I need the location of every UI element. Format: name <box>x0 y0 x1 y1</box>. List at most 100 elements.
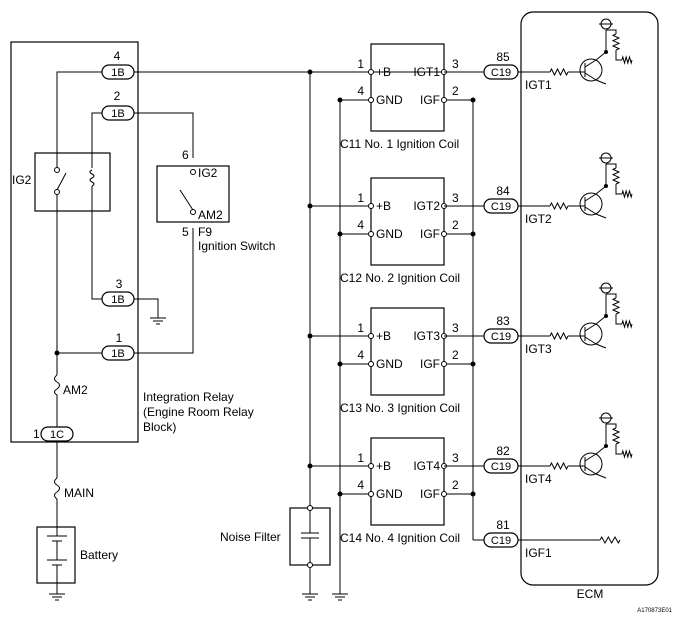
ig-switch-code: F9 <box>198 225 212 239</box>
main-fuse-label: MAIN <box>64 486 94 500</box>
ignition-switch: 6 5 IG2 AM2 F9 Ignition Switch <box>156 148 275 253</box>
coil-terminal <box>368 203 374 209</box>
ecm-pin-number: 84 <box>496 184 510 198</box>
ecm-signal-label: IGT1 <box>525 78 552 92</box>
coil-gnd-label: GND <box>376 487 403 501</box>
junction-dot <box>470 361 476 367</box>
coil-pin-b-number: 1 <box>357 451 364 465</box>
coil-pin-igt-number: 3 <box>452 57 459 71</box>
wire-pin2-to-coil <box>91 112 102 168</box>
relay-caption-line2: (Engine Room Relay <box>143 405 254 419</box>
coil-b-label: +B <box>376 65 391 79</box>
main-fusible-link <box>54 477 60 500</box>
ig-switch-am2-label: AM2 <box>198 208 223 222</box>
junction-dot <box>307 333 313 339</box>
relay-contact-top <box>54 167 60 173</box>
junction-dot <box>337 231 343 237</box>
junction-dot <box>470 231 476 237</box>
ignition-switch-outline <box>156 165 230 223</box>
coil-pin-igf-number: 2 <box>452 478 459 492</box>
junction-dot <box>470 491 476 497</box>
ig-switch-ig2-label: IG2 <box>198 166 218 180</box>
coil-caption: C11 No. 1 Ignition Coil <box>340 137 459 151</box>
coil-igt-label: IGT1 <box>413 65 440 79</box>
ecm-pin-number: 82 <box>496 444 510 458</box>
ecm-signal-label: IGT3 <box>525 342 552 356</box>
coil-pin-gnd-number: 4 <box>357 84 364 98</box>
ground-symbol-gnd-bus <box>332 593 348 601</box>
ig-switch-pin5: 5 <box>182 225 189 239</box>
junction-dot <box>470 97 476 103</box>
wire-coil-to-pin3 <box>91 186 102 300</box>
coil-gnd-label: GND <box>376 227 403 241</box>
coil-pin-igt-number: 3 <box>452 191 459 205</box>
pullup-resistor <box>611 297 621 315</box>
ecm-signal-label: IGF1 <box>525 546 552 560</box>
noise-filter-label: Noise Filter <box>220 530 281 544</box>
connector-1b-pin4-label: 1B <box>111 67 124 79</box>
transistor <box>579 322 603 346</box>
am2-fuse <box>54 374 60 396</box>
coil-pin-gnd-number: 4 <box>357 218 364 232</box>
sense-resistor <box>621 189 633 199</box>
coil-terminal <box>441 231 447 237</box>
ground-symbol-relay <box>150 317 166 325</box>
ground-symbol-filter <box>302 593 318 601</box>
base-resistor <box>549 331 569 341</box>
coil-gnd-label: GND <box>376 357 403 371</box>
ig-switch-pin6: 6 <box>182 148 189 162</box>
ig-switch-blade <box>179 189 194 211</box>
coil-caption: C14 No. 4 Ignition Coil <box>340 531 460 545</box>
sense-resistor <box>621 319 633 329</box>
coil-pin-b-number: 1 <box>357 321 364 335</box>
junction-dot <box>337 491 343 497</box>
pin-2-number: 2 <box>114 89 121 103</box>
coil-igt-label: IGT4 <box>413 459 440 473</box>
junction-dot <box>307 463 313 469</box>
coil-b-label: +B <box>376 199 391 213</box>
junction-dot <box>307 203 313 209</box>
ig2-relay <box>34 152 111 212</box>
junction-dot <box>307 69 313 75</box>
base-resistor <box>549 201 569 211</box>
relay-caption-line3: Block) <box>143 420 176 434</box>
coil-igf-label: IGF <box>420 227 440 241</box>
battery-outline <box>36 526 76 584</box>
am2-fuse-label: AM2 <box>63 383 88 397</box>
ecm-box <box>520 11 659 586</box>
pullup-resistor <box>611 167 621 185</box>
coil-b-label: +B <box>376 459 391 473</box>
coil-pin-gnd-number: 4 <box>357 478 364 492</box>
coil-igf-label: IGF <box>420 357 440 371</box>
relay-switch-blade <box>56 172 67 191</box>
connector-1b-pin1-label: 1B <box>111 348 124 360</box>
coil-terminal <box>368 231 374 237</box>
pin-3-number: 3 <box>116 277 123 291</box>
coil-caption: C13 No. 3 Ignition Coil <box>340 401 460 415</box>
ecm-pin-number: 85 <box>496 50 510 64</box>
connector-c19-label: C19 <box>491 201 511 213</box>
base-resistor <box>549 67 569 77</box>
coil-igt-label: IGT2 <box>413 199 440 213</box>
coil-box <box>370 43 445 132</box>
base-resistor <box>549 461 569 471</box>
coil-box <box>370 437 445 526</box>
connector-1b-pin3-label: 1B <box>111 294 124 306</box>
junction-dot <box>337 97 343 103</box>
ig-switch-contact-ig2 <box>190 169 196 175</box>
coil-pin-igf-number: 2 <box>452 348 459 362</box>
coil-terminal <box>368 333 374 339</box>
coil-box <box>370 177 445 266</box>
coil-box <box>370 307 445 396</box>
ecm-label: ECM <box>577 587 604 601</box>
relay-ig2-label: IG2 <box>12 173 32 187</box>
transistor <box>579 192 603 216</box>
wire-1b3-to-ground <box>134 298 159 318</box>
